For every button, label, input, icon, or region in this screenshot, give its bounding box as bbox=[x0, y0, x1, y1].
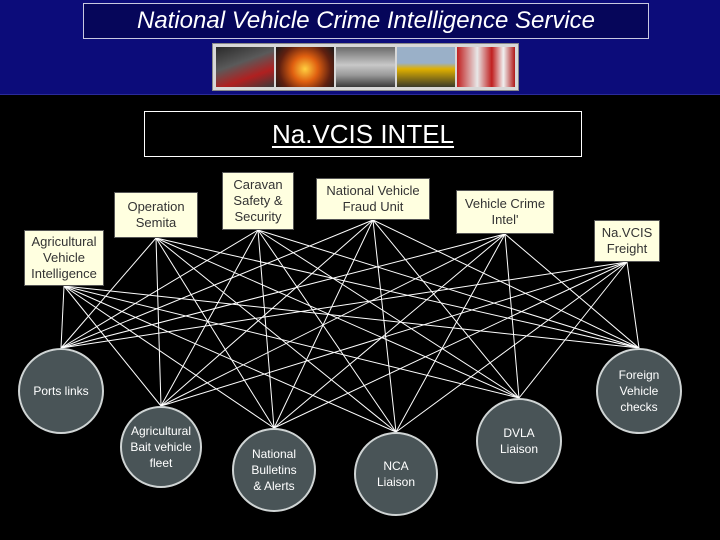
connector-n6-c2 bbox=[160, 261, 628, 407]
connector-n6-c6 bbox=[626, 261, 640, 349]
connector-n5-c4 bbox=[395, 233, 506, 433]
node-caravan-safety-security: Caravan Safety & Security bbox=[222, 172, 294, 230]
node-ports-links: Ports links bbox=[18, 348, 104, 434]
connector-n4-c6 bbox=[372, 219, 640, 349]
hub-navcis-intel: Na.VCIS INTEL bbox=[144, 111, 582, 157]
connector-n3-c4 bbox=[257, 229, 397, 433]
connector-n5-c3 bbox=[273, 233, 506, 429]
connector-n2-c4 bbox=[155, 237, 397, 433]
vehicle-photo-strip bbox=[212, 43, 519, 91]
connector-n6-c5 bbox=[518, 261, 628, 399]
connector-n5-c2 bbox=[160, 233, 506, 407]
photo-car-crime bbox=[216, 47, 275, 87]
node-vehicle-crime-intel: Vehicle Crime Intel' bbox=[456, 190, 554, 234]
connector-n2-c3 bbox=[155, 237, 275, 429]
header-banner: National Vehicle Crime Intelligence Serv… bbox=[0, 0, 720, 95]
connector-n4-c1 bbox=[60, 219, 374, 349]
node-foreign-vehicle-checks: Foreign Vehicle checks bbox=[596, 348, 682, 434]
connector-n6-c3 bbox=[273, 261, 628, 429]
node-nca-liaison: NCA Liaison bbox=[354, 432, 438, 516]
photo-lorries bbox=[456, 47, 516, 87]
connector-n1-c4 bbox=[63, 285, 397, 433]
connector-n4-c3 bbox=[273, 219, 374, 429]
node-operation-semita: Operation Semita bbox=[114, 192, 198, 238]
photo-plant-machinery bbox=[396, 47, 455, 87]
connector-n3-c1 bbox=[60, 229, 259, 349]
connector-n5-c6 bbox=[504, 233, 640, 349]
node-agricultural-bait-vehicle-fleet: Agricultural Bait vehicle fleet bbox=[120, 406, 202, 488]
connector-n1-c1 bbox=[60, 285, 65, 349]
photo-burning-car bbox=[276, 47, 335, 87]
node-navcis-freight: Na.VCIS Freight bbox=[594, 220, 660, 262]
connector-n4-c2 bbox=[160, 219, 374, 407]
connector-n5-c1 bbox=[60, 233, 506, 349]
connector-n1-c3 bbox=[63, 285, 275, 429]
node-dvla-liaison: DVLA Liaison bbox=[476, 398, 562, 484]
connector-n1-c5 bbox=[63, 285, 520, 399]
photo-silver-car bbox=[336, 47, 395, 87]
connector-n2-c1 bbox=[60, 237, 157, 349]
connector-n2-c2 bbox=[155, 237, 162, 407]
connector-n4-c5 bbox=[372, 219, 520, 399]
connector-n3-c2 bbox=[160, 229, 259, 407]
connector-n3-c3 bbox=[257, 229, 275, 429]
connector-n4-c4 bbox=[372, 219, 397, 433]
node-national-bulletins-alerts: National Bulletins & Alerts bbox=[232, 428, 316, 512]
connector-n2-c6 bbox=[155, 237, 640, 349]
connector-n3-c5 bbox=[257, 229, 520, 399]
connector-n6-c1 bbox=[60, 261, 628, 349]
page-title: National Vehicle Crime Intelligence Serv… bbox=[83, 3, 649, 39]
connector-n6-c4 bbox=[395, 261, 628, 433]
node-national-vehicle-fraud-unit: National Vehicle Fraud Unit bbox=[316, 178, 430, 220]
node-agricultural-vehicle-intelligence: Agricultural Vehicle Intelligence bbox=[24, 230, 104, 286]
connector-n1-c6 bbox=[63, 285, 640, 349]
connector-n1-c2 bbox=[63, 285, 162, 407]
